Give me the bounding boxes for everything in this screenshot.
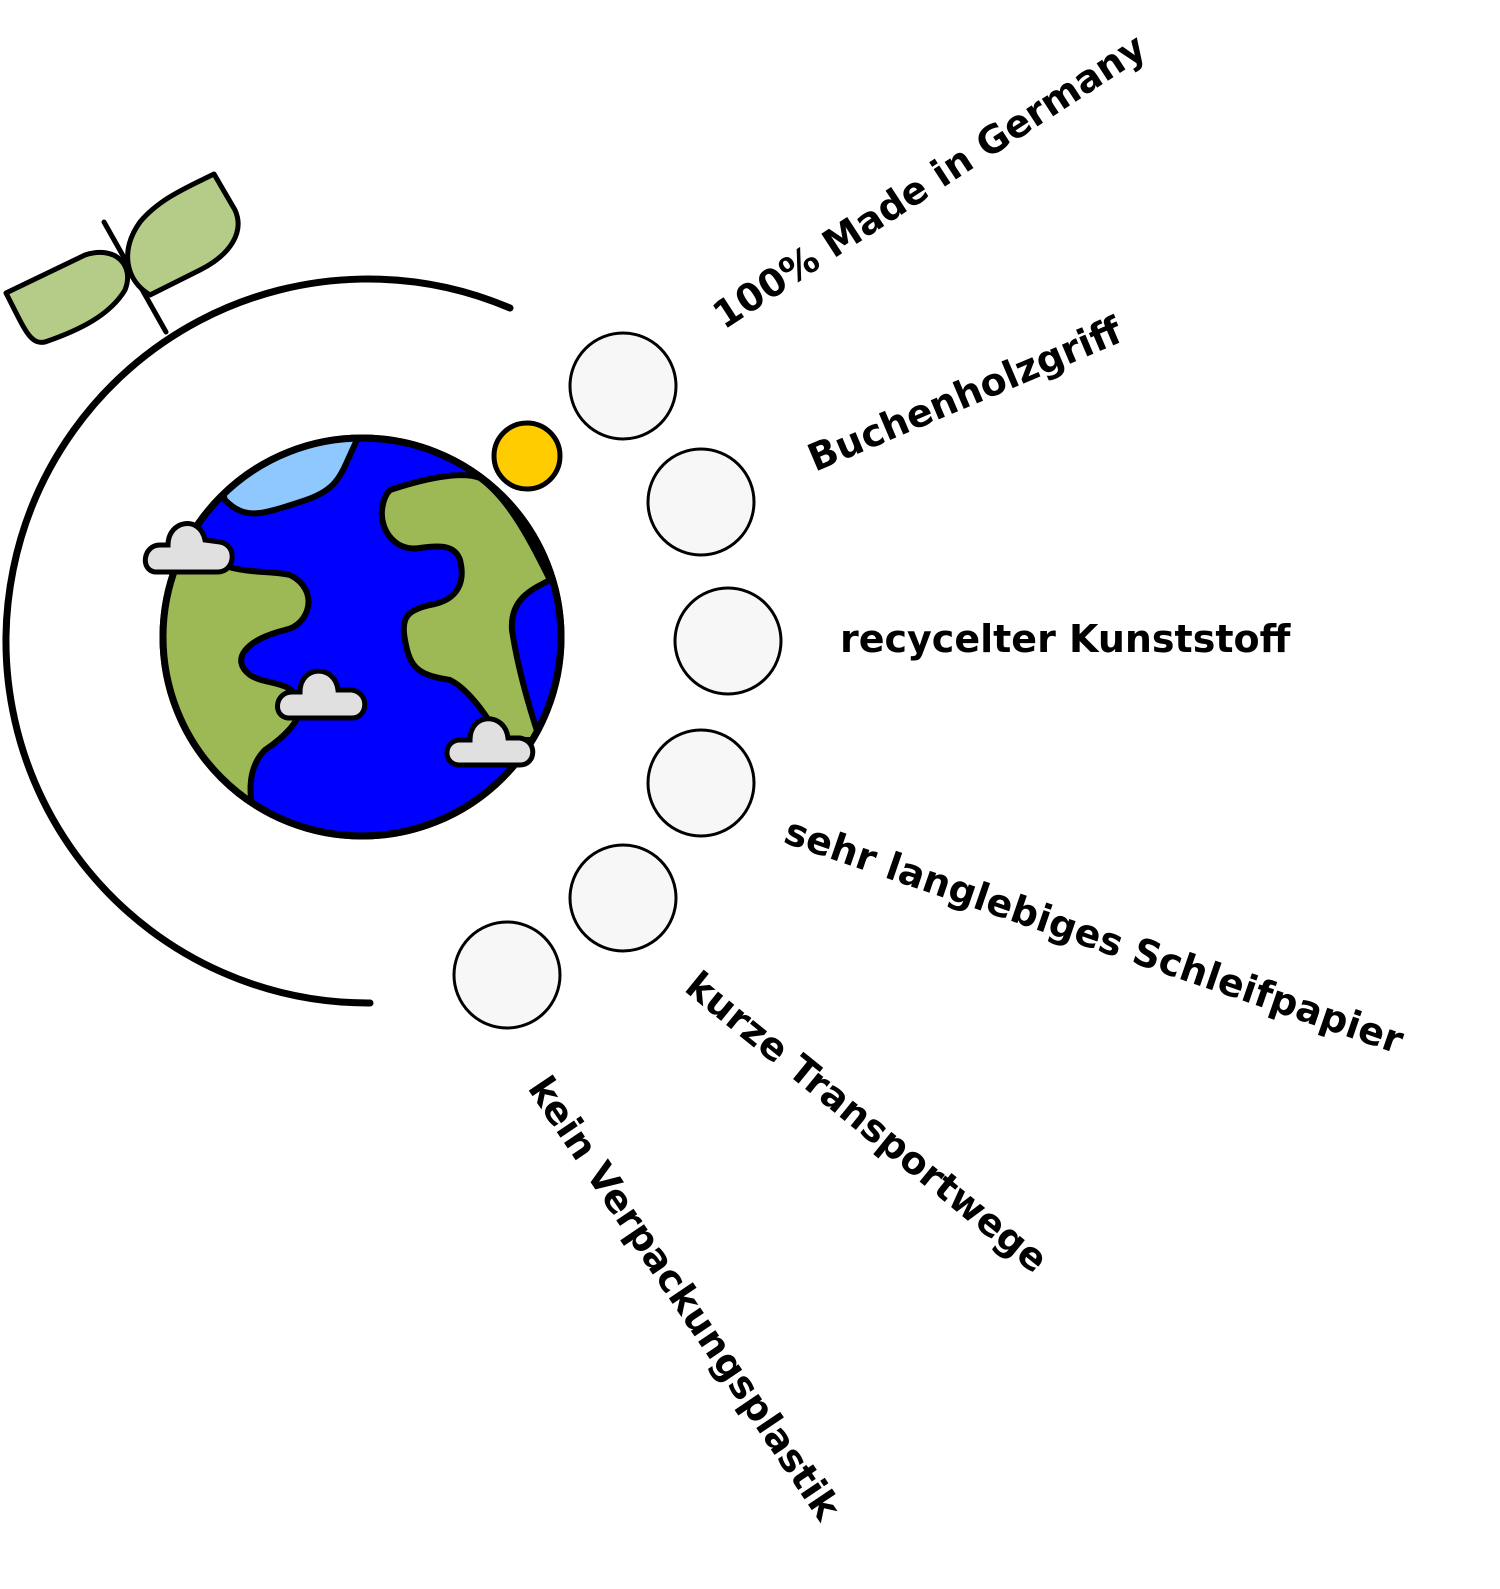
cloud-icon xyxy=(143,521,536,768)
label-recycelter-kunststoff: recycelter Kunststoff xyxy=(840,617,1292,661)
label-schleifpapier: sehr langlebiges Schleifpapier xyxy=(779,809,1409,1063)
bullet-circle xyxy=(452,920,562,1030)
sun-icon xyxy=(491,420,563,492)
bullet-circle xyxy=(646,447,756,557)
globe-icon xyxy=(159,434,565,840)
outer-arc xyxy=(2,275,514,1007)
label-transportwege: kurze Transportwege xyxy=(677,963,1056,1282)
bullet-circle xyxy=(568,843,678,953)
bullet-circle xyxy=(673,586,783,696)
label-made-in-germany: 100% Made in Germany xyxy=(705,25,1154,338)
bullet-circle xyxy=(568,331,678,441)
label-buchenholzgriff: Buchenholzgriff xyxy=(801,308,1129,480)
sprout-icon xyxy=(3,171,241,345)
bullet-circle xyxy=(646,728,756,838)
label-verpackungsplastik: kein Verpackungsplastik xyxy=(520,1068,850,1528)
